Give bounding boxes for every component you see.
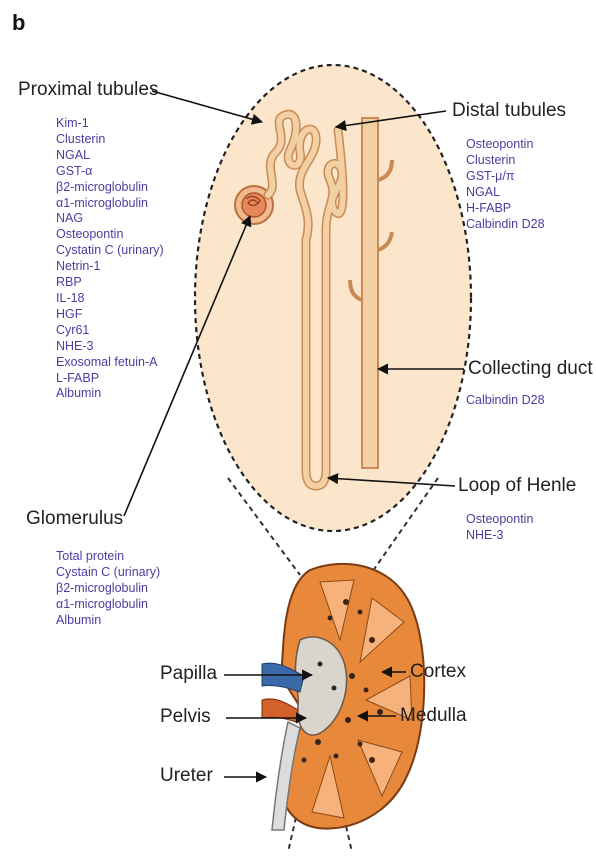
marker-item: Osteopontin xyxy=(466,512,533,528)
marker-item: RBP xyxy=(56,275,164,291)
magnified-callout-circle xyxy=(195,65,471,531)
marker-item: Total protein xyxy=(56,549,160,565)
kidney-section xyxy=(262,564,424,830)
marker-list-proximal-tubules: Kim-1 Clusterin NGAL GST-α β2-microglobu… xyxy=(56,116,164,402)
marker-item: L-FABP xyxy=(56,371,164,387)
marker-item: Albumin xyxy=(56,613,160,629)
marker-item: NAG xyxy=(56,211,164,227)
label-medulla: Medulla xyxy=(400,706,467,725)
label-cortex: Cortex xyxy=(410,662,466,681)
marker-list-loop-of-henle: Osteopontin NHE-3 xyxy=(466,512,533,544)
marker-item: Cystatin C (urinary) xyxy=(56,243,164,259)
marker-item: NGAL xyxy=(56,148,164,164)
marker-item: H-FABP xyxy=(466,201,545,217)
marker-item: Cyr61 xyxy=(56,323,164,339)
marker-item: β2-microglobulin xyxy=(56,180,164,196)
arrow-proximal-tubules xyxy=(152,91,262,122)
marker-list-glomerulus: Total protein Cystain C (urinary) β2-mic… xyxy=(56,549,160,629)
marker-item: GST-μ/π xyxy=(466,169,545,185)
label-glomerulus: Glomerulus xyxy=(26,509,123,528)
marker-item: Albumin xyxy=(56,386,164,402)
label-pelvis: Pelvis xyxy=(160,707,211,726)
marker-item: Kim-1 xyxy=(56,116,164,132)
marker-item: NHE-3 xyxy=(466,528,533,544)
marker-item: NHE-3 xyxy=(56,339,164,355)
marker-item: α1-microglobulin xyxy=(56,196,164,212)
marker-item: HGF xyxy=(56,307,164,323)
marker-item: IL-18 xyxy=(56,291,164,307)
marker-item: Osteopontin xyxy=(56,227,164,243)
marker-list-collecting-duct: Calbindin D28 xyxy=(466,393,545,409)
marker-item: Calbindin D28 xyxy=(466,393,545,409)
marker-item: Clusterin xyxy=(466,153,545,169)
marker-item: Netrin-1 xyxy=(56,259,164,275)
marker-list-distal-tubules: Osteopontin Clusterin GST-μ/π NGAL H-FAB… xyxy=(466,137,545,232)
label-loop-of-henle: Loop of Henle xyxy=(458,476,576,495)
label-ureter: Ureter xyxy=(160,766,213,785)
label-distal-tubules: Distal tubules xyxy=(452,101,566,120)
marker-item: Osteopontin xyxy=(466,137,545,153)
label-collecting-duct: Collecting duct xyxy=(468,359,593,378)
marker-item: Clusterin xyxy=(56,132,164,148)
label-proximal-tubules: Proximal tubules xyxy=(18,80,158,99)
marker-item: Calbindin D28 xyxy=(466,217,545,233)
marker-item: NGAL xyxy=(466,185,545,201)
marker-item: β2-microglobulin xyxy=(56,581,160,597)
marker-item: GST-α xyxy=(56,164,164,180)
marker-item: α1-microglobulin xyxy=(56,597,160,613)
panel-label: b xyxy=(12,10,25,36)
marker-item: Exosomal fetuin-A xyxy=(56,355,164,371)
marker-item: Cystain C (urinary) xyxy=(56,565,160,581)
label-papilla: Papilla xyxy=(160,664,217,683)
